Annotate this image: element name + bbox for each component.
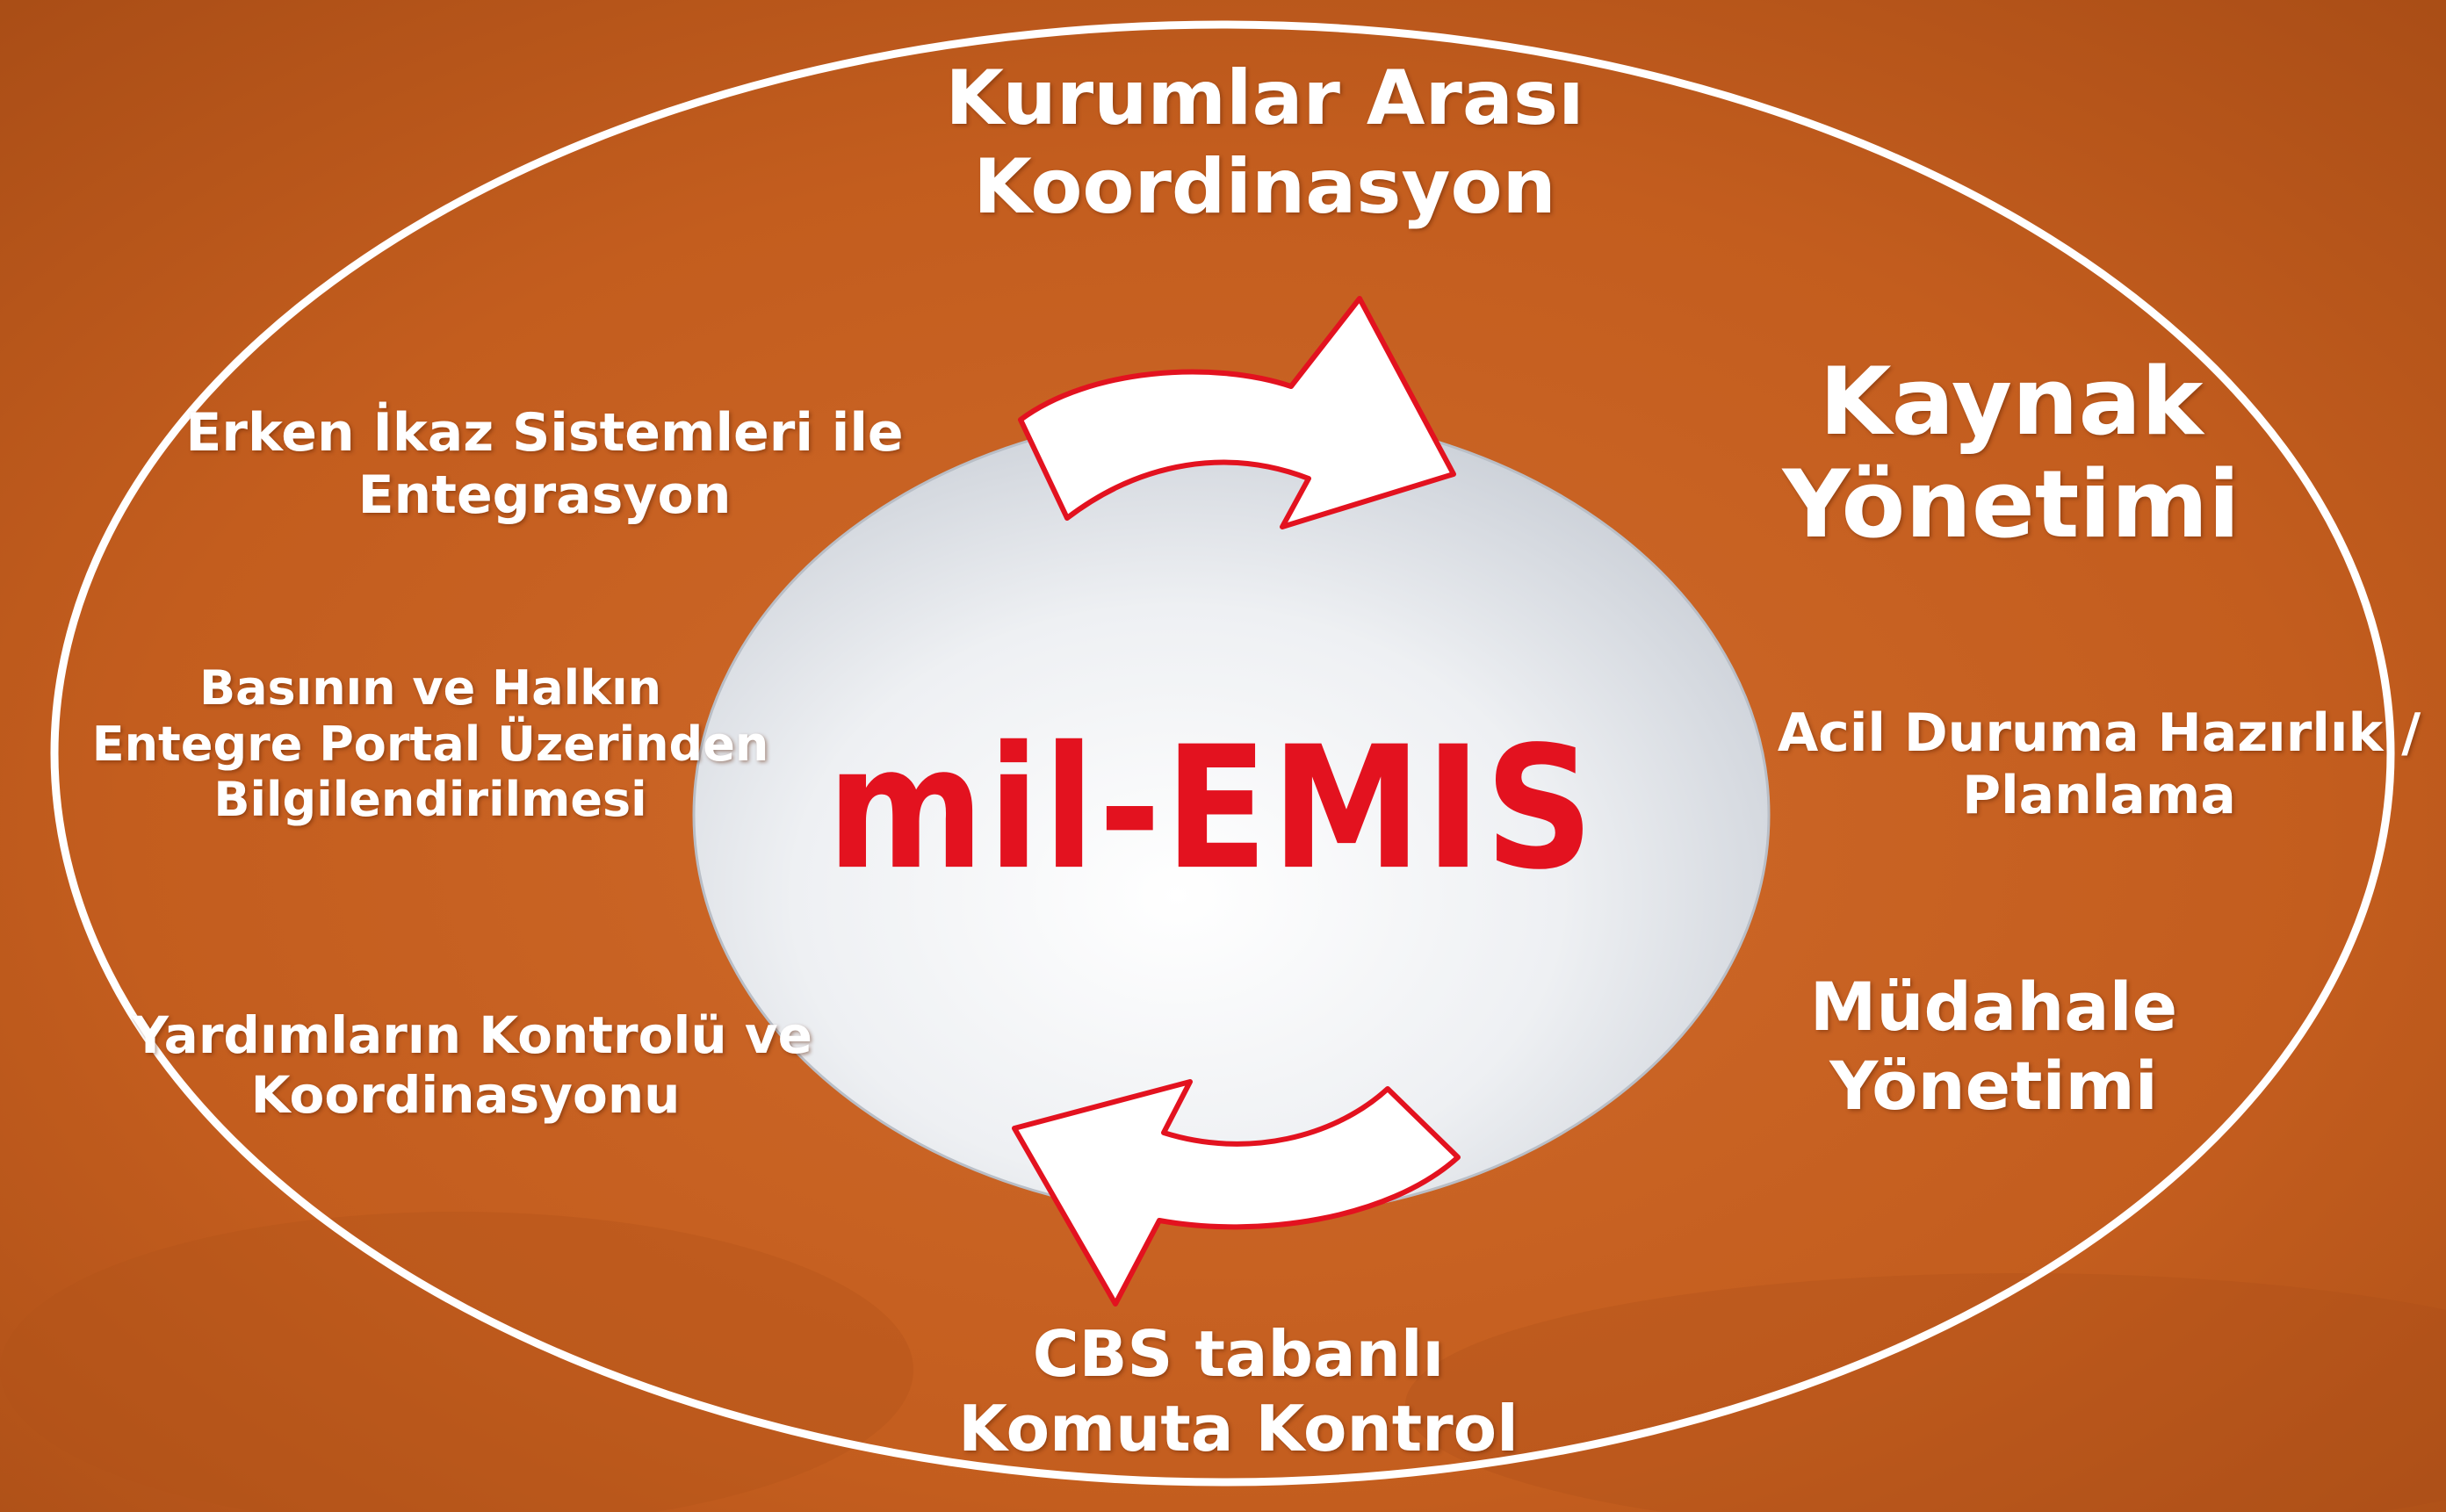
label-line: Planlama xyxy=(1962,764,2236,826)
label-line: Bilgilendirilmesi xyxy=(213,772,647,828)
label-line: Yönetimi xyxy=(1782,450,2240,558)
label-mudahale-yonetimi: Müdahale Yönetimi xyxy=(1721,968,2266,1125)
label-line: Erken İkaz Sistemleri ile xyxy=(185,402,904,464)
label-kurumlar-arasi-koordinasyon: Kurumlar Arası Koordinasyon xyxy=(913,54,1616,233)
label-line: Kurumlar Arası xyxy=(945,54,1584,142)
background-shape xyxy=(1405,1273,2446,1512)
label-line: Komuta Kontrol xyxy=(958,1391,1519,1465)
label-basin-halk: Basının ve Halkın Entegre Portal Üzerind… xyxy=(70,660,790,828)
label-line: Koordinasyon xyxy=(973,143,1556,232)
label-line: Koordinasyonu xyxy=(250,1065,681,1126)
label-line: Yardımların Kontrolü ve xyxy=(132,1005,812,1065)
label-line: Acil Duruma Hazırlık / xyxy=(1777,702,2421,764)
label-line: Entegre Portal Üzerinden xyxy=(91,716,769,772)
label-erken-ikaz: Erken İkaz Sistemleri ile Entegrasyon xyxy=(176,402,913,527)
label-line: Müdahale xyxy=(1809,968,2178,1046)
label-line: Kaynak xyxy=(1819,348,2204,456)
label-line: Yönetimi xyxy=(1829,1046,2158,1125)
label-line: CBS tabanlı xyxy=(1032,1317,1445,1391)
mil-emis-logo: mil-EMIS xyxy=(826,709,1598,907)
label-line: Basının ve Halkın xyxy=(198,660,662,716)
label-line: Entegrasyon xyxy=(357,464,732,526)
cycle-arrow-bottom-icon xyxy=(1012,1079,1461,1307)
label-cbs-komuta: CBS tabanlı Komuta Kontrol xyxy=(887,1317,1590,1466)
cycle-arrow-top-icon xyxy=(1018,296,1456,529)
label-yardimlar: Yardımların Kontrolü ve Koordinasyonu xyxy=(132,1005,812,1126)
label-acil-durum: Acil Duruma Hazırlık / Planlama xyxy=(1774,702,2424,827)
outer-ellipse xyxy=(50,20,2395,1487)
background-shape xyxy=(0,1212,913,1512)
label-kaynak-yonetimi: Kaynak Yönetimi xyxy=(1721,348,2301,558)
